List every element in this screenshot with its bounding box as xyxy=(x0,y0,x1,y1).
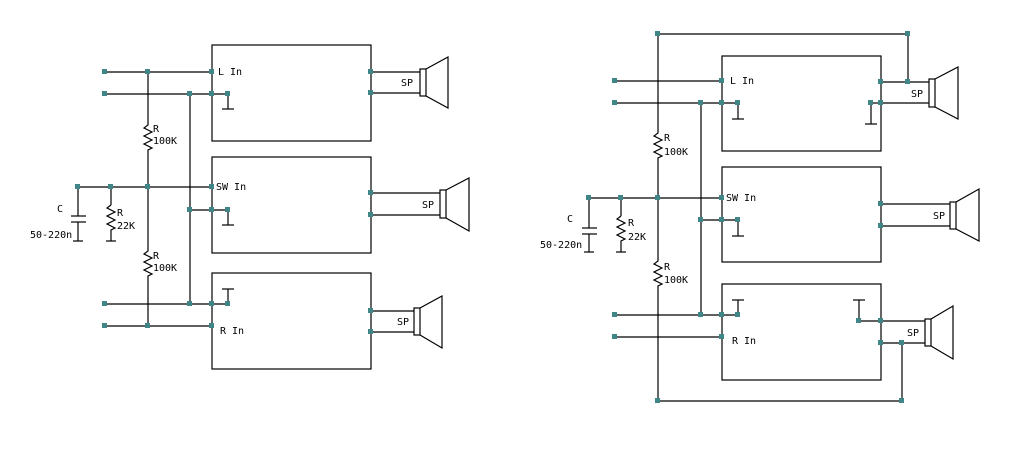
resistor-top-value: 100K xyxy=(664,147,688,158)
amplifier-box-left xyxy=(721,55,882,152)
speaker-sub xyxy=(439,177,470,233)
resistor-shunt xyxy=(105,204,117,241)
speaker-left xyxy=(419,55,449,110)
resistor-top xyxy=(652,130,664,160)
amp-label-left: L In xyxy=(730,76,754,87)
left-circuit: L In SW In R In R 100K R 100K R xyxy=(30,44,470,370)
resistor-shunt-value: 22K xyxy=(628,232,646,243)
amplifier-box-sub xyxy=(211,156,372,254)
resistor-bottom xyxy=(142,248,154,278)
amplifier-box-left xyxy=(211,44,372,142)
junction-nodes xyxy=(75,69,373,334)
resistor-shunt-name: R xyxy=(628,218,635,229)
capacitor xyxy=(71,187,86,242)
resistor-bottom-value: 100K xyxy=(153,263,177,274)
amplifier-box-right xyxy=(211,272,372,370)
amp-label-right: R In xyxy=(732,336,756,347)
resistor-shunt-name: R xyxy=(117,208,124,219)
resistor-top-value: 100K xyxy=(153,136,177,147)
speaker-right xyxy=(413,294,443,350)
capacitor-name: C xyxy=(567,214,573,225)
resistor-shunt xyxy=(615,215,627,252)
resistor-bottom xyxy=(652,258,664,288)
speaker-label-left: SP xyxy=(911,89,923,100)
resistor-shunt-value: 22K xyxy=(117,221,135,232)
amplifier-box-right xyxy=(721,283,882,381)
speaker-label-left: SP xyxy=(401,78,413,89)
input-wiring xyxy=(589,33,909,402)
capacitor xyxy=(582,198,597,253)
amp-label-sub: SW In xyxy=(726,193,756,204)
speaker-right xyxy=(924,304,954,361)
speaker-wiring xyxy=(371,71,440,333)
capacitor-value: 50-220n xyxy=(540,240,582,251)
resistor-top-name: R xyxy=(664,133,671,144)
right-circuit: L In SW In R In R 100K R 100K xyxy=(540,31,980,403)
resistor-top-name: R xyxy=(153,124,160,135)
resistor-bottom-name: R xyxy=(153,251,160,262)
amp-label-left: L In xyxy=(218,67,242,78)
resistor-bottom-value: 100K xyxy=(664,275,688,286)
resistor-top xyxy=(142,122,154,152)
speaker-label-right: SP xyxy=(397,317,409,328)
speaker-label-right: SP xyxy=(907,328,919,339)
speaker-label-sub: SP xyxy=(933,211,945,222)
speaker-label-sub: SP xyxy=(422,200,434,211)
input-wiring xyxy=(78,71,228,327)
capacitor-name: C xyxy=(57,204,63,215)
junction-nodes xyxy=(586,31,910,403)
amplifier-box-sub xyxy=(721,166,882,263)
capacitor-value: 50-220n xyxy=(30,230,72,241)
speaker-sub xyxy=(949,187,980,242)
speaker-left xyxy=(928,66,959,120)
amp-label-right: R In xyxy=(220,326,244,337)
amp-label-sub: SW In xyxy=(216,182,246,193)
resistor-bottom-name: R xyxy=(664,262,671,273)
